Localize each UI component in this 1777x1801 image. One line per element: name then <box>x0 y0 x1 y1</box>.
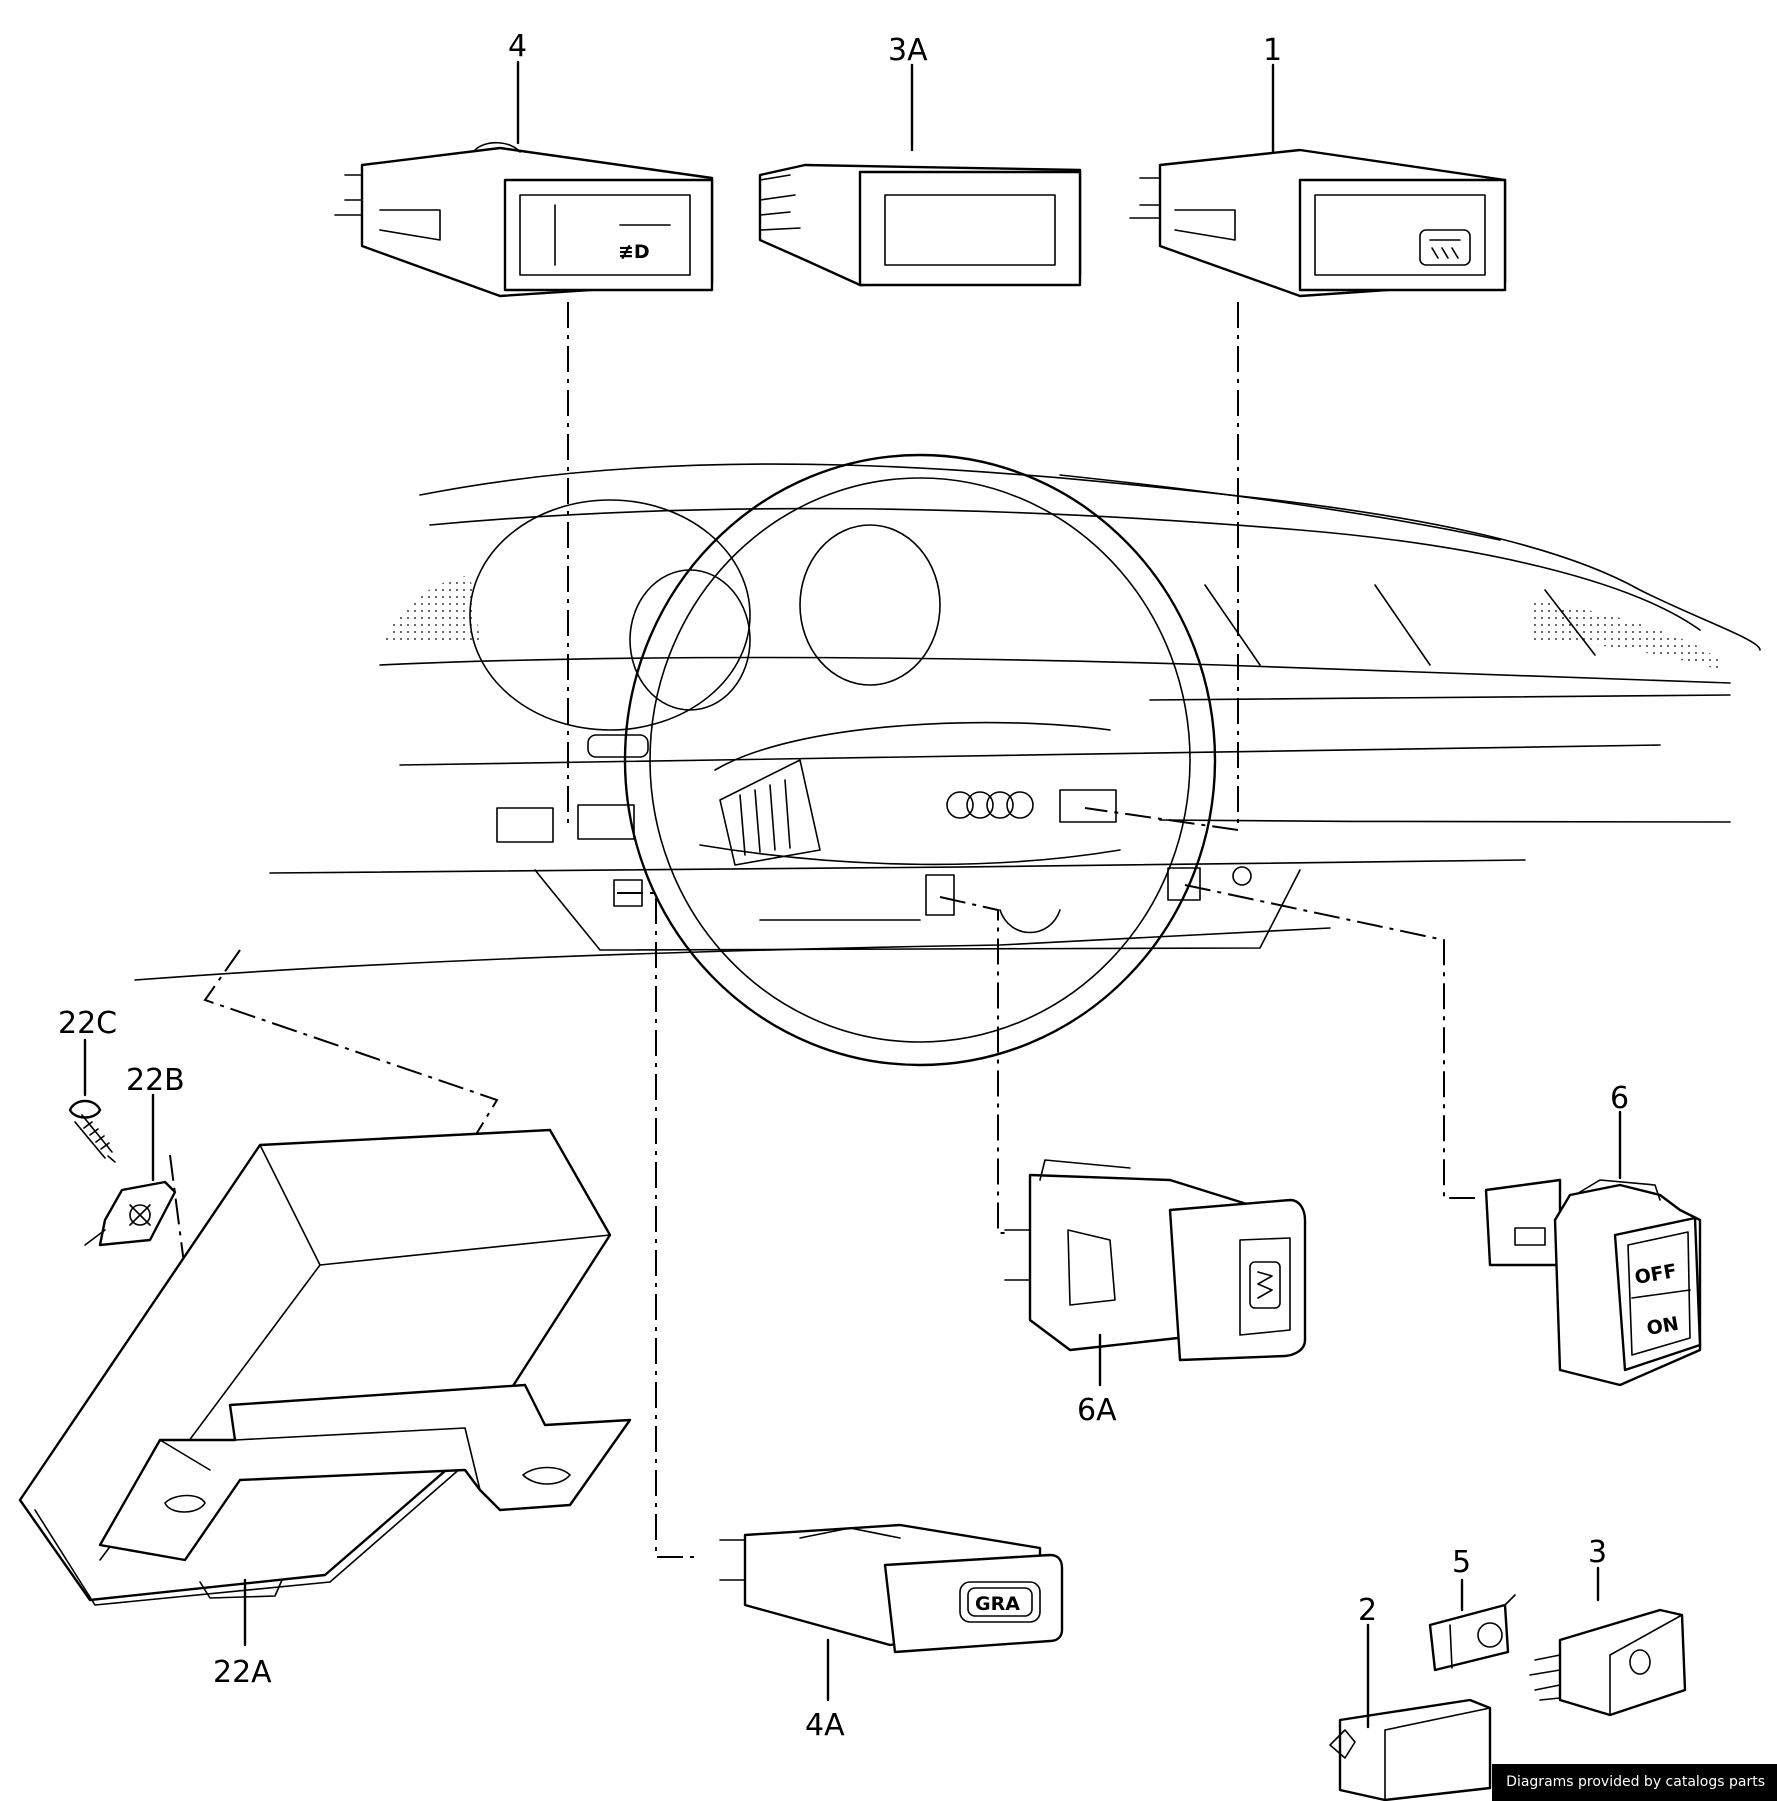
callout-leaders <box>83 60 1622 1729</box>
callout-22b: 22B <box>126 1063 185 1098</box>
gra-label: GRA <box>975 1593 1020 1615</box>
control-unit-22a <box>18 1128 632 1606</box>
dashboard-outline <box>134 463 1761 981</box>
switch-6-off-on: OFF ON <box>1484 1178 1702 1387</box>
cover-3 <box>1529 1608 1687 1717</box>
clip-nut-22b <box>84 1180 177 1247</box>
callout-6: 6 <box>1610 1081 1629 1116</box>
cover-2 <box>1329 1698 1492 1801</box>
clip-5 <box>1428 1594 1516 1672</box>
callout-4a: 4A <box>805 1708 845 1743</box>
callout-6a: 6A <box>1077 1393 1117 1428</box>
callout-3a: 3A <box>888 33 928 68</box>
blank-cover-3a <box>758 163 1082 287</box>
steering-wheel <box>623 453 1217 1067</box>
callout-5: 5 <box>1452 1545 1471 1580</box>
callout-22a: 22A <box>213 1655 272 1690</box>
screw-22c <box>68 1099 116 1163</box>
callout-4: 4 <box>508 29 527 64</box>
switch-4-fog-light: ≢D <box>334 141 714 298</box>
switch-4a-cruise-control: GRA <box>719 1523 1064 1654</box>
switch-1-rear-defroster <box>1129 148 1507 298</box>
callout-2: 2 <box>1358 1593 1377 1628</box>
callout-3: 3 <box>1588 1535 1607 1570</box>
switch-6a-heater <box>1004 1159 1307 1362</box>
fog-light-symbol: ≢D <box>618 241 650 263</box>
credit-badge: Diagrams provided by catalogs parts <box>1492 1764 1777 1801</box>
callout-22c: 22C <box>58 1006 117 1041</box>
callout-1: 1 <box>1263 33 1282 68</box>
on-label: ON <box>1645 1313 1680 1340</box>
